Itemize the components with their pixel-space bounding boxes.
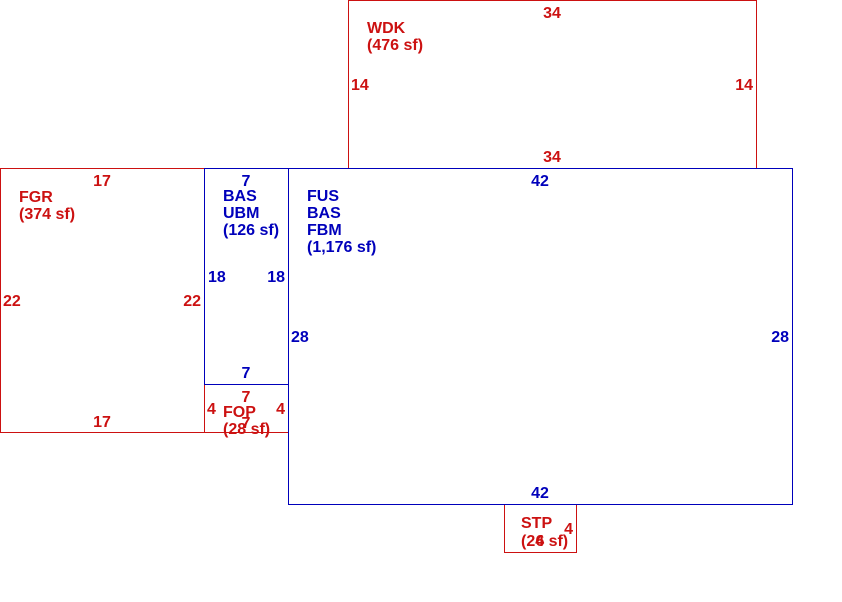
wdk-outline bbox=[348, 0, 757, 169]
stp-label: STP bbox=[521, 515, 552, 532]
bas-ubm-label-1: BAS bbox=[223, 188, 257, 205]
wdk-label: WDK bbox=[367, 20, 406, 37]
fus-label-2: BAS bbox=[307, 205, 341, 222]
fop-area: (28 sf) bbox=[223, 421, 270, 438]
fus-dim-left: 28 bbox=[291, 329, 309, 346]
fop-dim-left: 4 bbox=[207, 401, 216, 418]
fus-outline bbox=[288, 168, 793, 505]
fgr-label: FGR bbox=[19, 189, 53, 206]
fop-label: FOP bbox=[223, 404, 256, 421]
fgr-dim-bottom: 17 bbox=[93, 414, 111, 431]
fus-area: (1,176 sf) bbox=[307, 239, 376, 256]
bas-ubm-dim-left: 18 bbox=[208, 269, 226, 286]
stp-dim-right: 4 bbox=[564, 521, 573, 538]
fus-dim-top: 42 bbox=[531, 173, 549, 190]
bas-ubm-dim-right: 18 bbox=[267, 269, 285, 286]
bas-ubm-dim-bottom: 7 bbox=[242, 365, 251, 382]
fgr-dim-top: 17 bbox=[93, 173, 111, 190]
wdk-dim-top: 34 bbox=[543, 5, 561, 22]
stp-area: (24 sf) bbox=[521, 533, 568, 550]
wdk-dim-left: 14 bbox=[351, 77, 369, 94]
fus-label-3: FBM bbox=[307, 222, 342, 239]
fop-dim-bottom: 7 bbox=[242, 415, 251, 432]
fop-dim-right: 4 bbox=[276, 401, 285, 418]
wdk-dim-right: 14 bbox=[735, 77, 753, 94]
fgr-area: (374 sf) bbox=[19, 206, 75, 223]
wdk-area: (476 sf) bbox=[367, 37, 423, 54]
bas-ubm-label-2: UBM bbox=[223, 205, 259, 222]
bas-ubm-area: (126 sf) bbox=[223, 222, 279, 239]
fus-label-1: FUS bbox=[307, 188, 339, 205]
bas-ubm-dim-top: 7 bbox=[242, 173, 251, 190]
stp-dim-bottom: 6 bbox=[536, 533, 545, 550]
fus-dim-bottom: 42 bbox=[531, 485, 549, 502]
wdk-dim-bottom: 34 bbox=[543, 149, 561, 166]
fus-dim-right: 28 bbox=[771, 329, 789, 346]
fgr-dim-left: 22 bbox=[3, 293, 21, 310]
fop-dim-top: 7 bbox=[242, 389, 251, 406]
fgr-dim-right: 22 bbox=[183, 293, 201, 310]
